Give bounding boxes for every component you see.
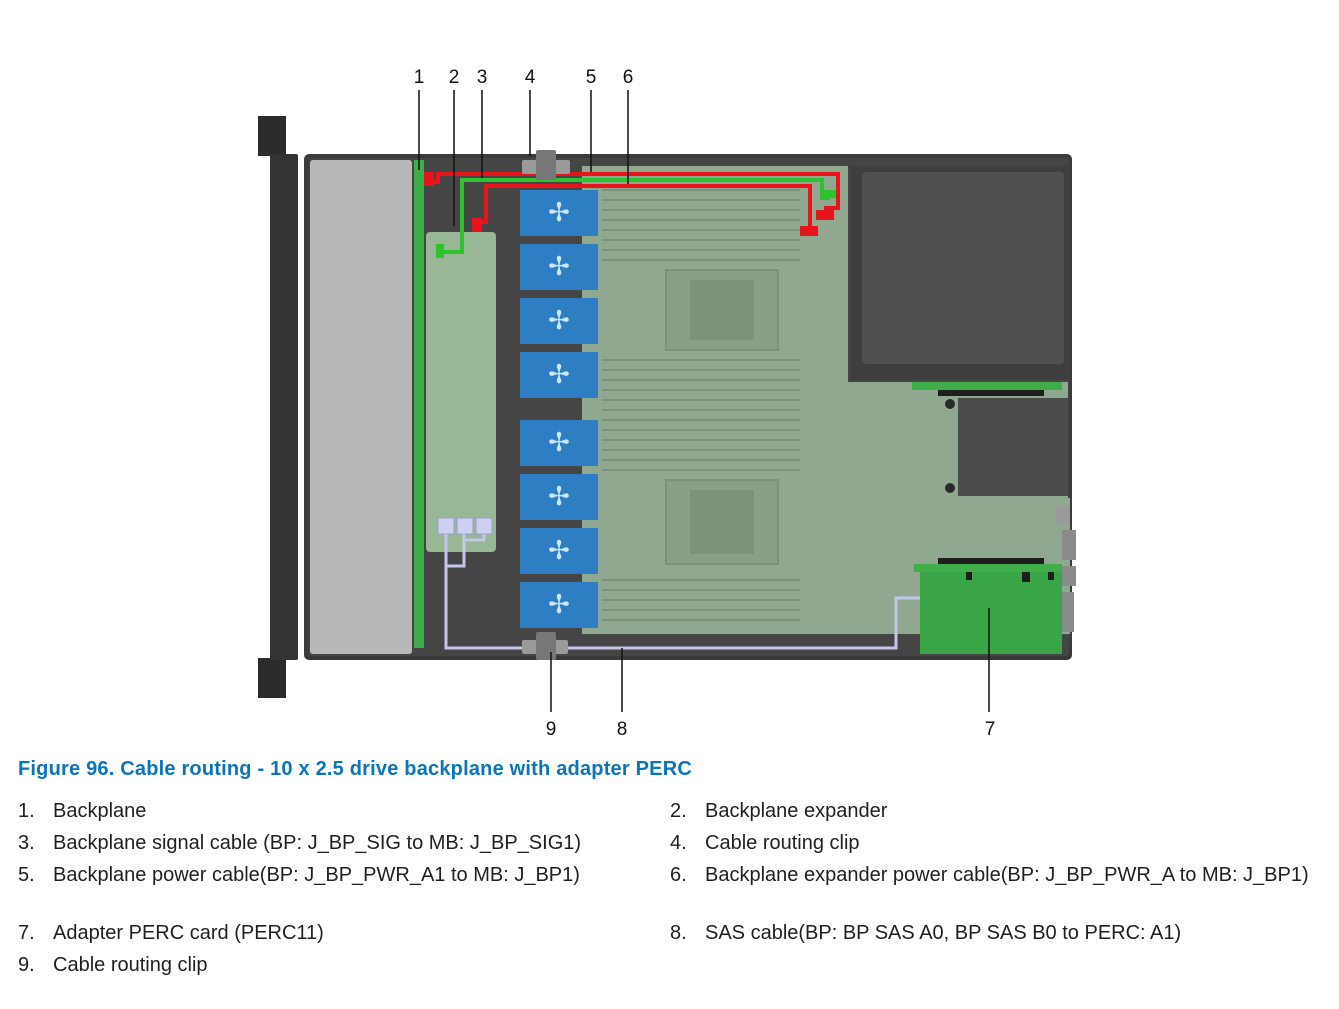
- cable-routing-clip-top: [522, 150, 570, 180]
- callout-5: 5: [586, 67, 597, 88]
- legend-number: 6.: [670, 864, 687, 886]
- fan-6: ✢: [520, 474, 598, 520]
- callout-8: 8: [617, 719, 628, 740]
- callout-6: 6: [623, 67, 634, 88]
- legend-number: 2.: [670, 800, 687, 822]
- legend-text: Backplane: [53, 800, 147, 822]
- fan-array: ✢ ✢ ✢ ✢ ✢ ✢ ✢ ✢: [520, 190, 598, 628]
- front-bezel: [258, 116, 298, 698]
- legend-item: 2. Backplane expander: [670, 798, 1320, 824]
- legend-item: 6. Backplane expander power cable(BP: J_…: [670, 862, 1320, 888]
- adapter-perc-card: [914, 558, 1062, 654]
- sas-cable: [444, 534, 920, 650]
- fan-7: ✢: [520, 528, 598, 574]
- legend-text: Backplane expander: [705, 800, 888, 822]
- callout-2: 2: [449, 67, 460, 88]
- callout-9: 9: [546, 719, 557, 740]
- legend-item: 8. SAS cable(BP: BP SAS A0, BP SAS B0 to…: [670, 920, 1320, 946]
- legend-number: 4.: [670, 832, 687, 854]
- legend-number: 1.: [18, 800, 35, 822]
- callout-leaders: [418, 90, 990, 712]
- cable-routing-diagram: ✢ ✢ ✢ ✢ ✢ ✢ ✢ ✢: [258, 67, 1076, 740]
- figure-caption: Figure 96. Cable routing - 10 x 2.5 driv…: [18, 758, 692, 780]
- power-supply: [850, 166, 1068, 380]
- callout-3: 3: [477, 67, 488, 88]
- backplane-expander: [426, 232, 496, 552]
- callout-7: 7: [985, 719, 996, 740]
- legend-item: 3. Backplane signal cable (BP: J_BP_SIG …: [18, 830, 658, 856]
- fan-4: ✢: [520, 352, 598, 398]
- backplane: [414, 160, 424, 648]
- fan-1: ✢: [520, 190, 598, 236]
- fan-icon: ✢: [548, 360, 570, 390]
- legend-number: 7.: [18, 922, 35, 944]
- legend-text: Adapter PERC card (PERC11): [53, 922, 324, 944]
- legend-text: Backplane power cable(BP: J_BP_PWR_A1 to…: [53, 864, 580, 886]
- legend-text: Backplane signal cable (BP: J_BP_SIG to …: [53, 832, 582, 854]
- legend-item: 1. Backplane: [18, 798, 658, 824]
- rear-io-ports: [1056, 506, 1076, 632]
- fan-5: ✢: [520, 420, 598, 466]
- riser-slot-upper: [912, 382, 1068, 496]
- legend-text: Backplane expander power cable(BP: J_BP_…: [705, 864, 1309, 886]
- legend-item: 7. Adapter PERC card (PERC11): [18, 920, 658, 946]
- legend-text: Cable routing clip: [53, 954, 208, 976]
- fan-3: ✢: [520, 298, 598, 344]
- legend-item: 9. Cable routing clip: [18, 952, 658, 978]
- legend-number: 5.: [18, 864, 35, 886]
- motherboard: [582, 166, 1070, 634]
- legend-text: Cable routing clip: [705, 832, 860, 854]
- legend-item: 4. Cable routing clip: [670, 830, 1320, 856]
- legend-item: 5. Backplane power cable(BP: J_BP_PWR_A1…: [18, 862, 658, 888]
- fan-icon: ✢: [548, 590, 570, 620]
- legend-text: SAS cable(BP: BP SAS A0, BP SAS B0 to PE…: [705, 922, 1182, 944]
- fan-icon: ✢: [548, 428, 570, 458]
- legend-number: 9.: [18, 954, 35, 976]
- backplane-signal-cable: [436, 178, 836, 258]
- legend-number: 8.: [670, 922, 687, 944]
- callout-labels: 1 2 3 4 5 6 7 8 9: [414, 67, 996, 740]
- fan-icon: ✢: [548, 252, 570, 282]
- drive-bay: [310, 160, 412, 654]
- fan-icon: ✢: [548, 198, 570, 228]
- fan-icon: ✢: [548, 306, 570, 336]
- legend-number: 3.: [18, 832, 35, 854]
- callout-1: 1: [414, 67, 425, 88]
- callout-4: 4: [525, 67, 536, 88]
- fan-icon: ✢: [548, 482, 570, 512]
- backplane-power-cable: [424, 172, 840, 220]
- fan-icon: ✢: [548, 536, 570, 566]
- fan-8: ✢: [520, 582, 598, 628]
- fan-2: ✢: [520, 244, 598, 290]
- backplane-expander-power-cable: [472, 184, 818, 236]
